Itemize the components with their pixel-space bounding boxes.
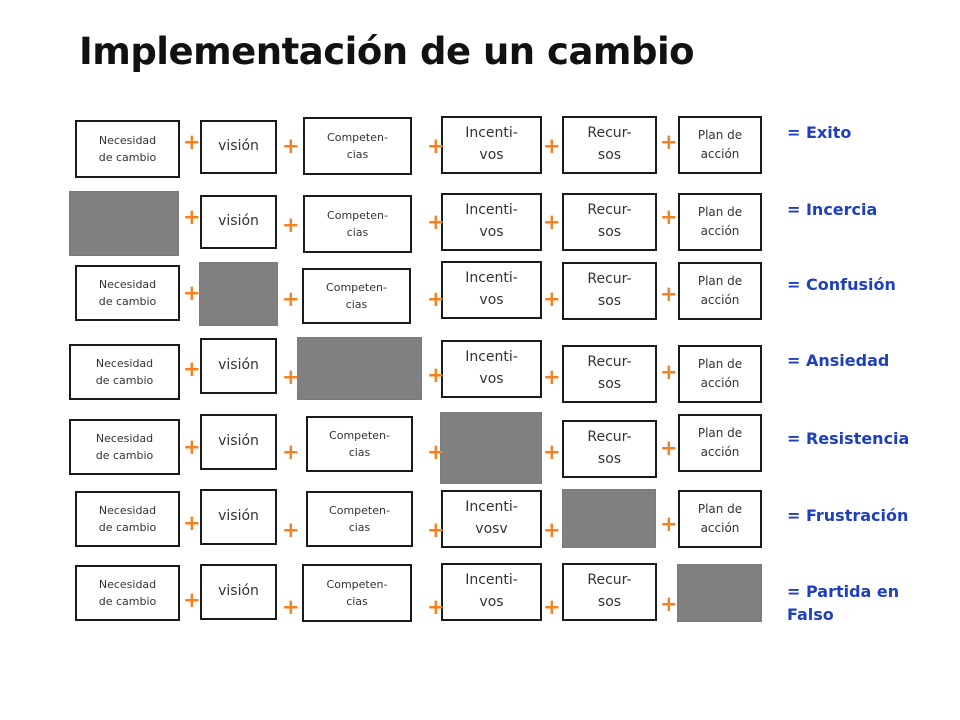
necesidad-box: Necesidad de cambio	[75, 565, 180, 621]
competencias-box: Competen- cias	[302, 564, 412, 622]
result-label: = Resistencia	[787, 429, 910, 448]
plus-sign: +	[660, 130, 678, 154]
page-title: Implementación de un cambio	[79, 30, 695, 73]
plus-sign: +	[183, 511, 201, 535]
missing-box	[69, 191, 179, 256]
plus-sign: +	[282, 287, 300, 311]
plus-sign: +	[282, 518, 300, 542]
vision-box: visión	[200, 564, 277, 620]
missing-box	[297, 337, 422, 400]
result-label: = Partida en Falso	[787, 582, 900, 625]
plus-sign: +	[183, 205, 201, 229]
plus-sign: +	[427, 518, 445, 542]
plus-sign: +	[660, 205, 678, 229]
plus-sign: +	[282, 440, 300, 464]
recursos-box: Recur- sos	[562, 262, 657, 320]
necesidad-box: Necesidad de cambio	[75, 120, 180, 178]
result-label: = Frustración	[787, 506, 909, 525]
plus-sign: +	[427, 210, 445, 234]
plus-sign: +	[183, 130, 201, 154]
plus-sign: +	[543, 287, 561, 311]
incentivos-box: Incenti- vos	[441, 193, 542, 251]
plan-box: Plan de acción	[678, 414, 762, 472]
incentivos-box: Incenti- vos	[441, 261, 542, 319]
necesidad-box: Necesidad de cambio	[75, 491, 180, 547]
necesidad-box: Necesidad de cambio	[75, 265, 180, 321]
plan-box: Plan de acción	[678, 262, 762, 320]
plus-sign: +	[282, 365, 300, 389]
plus-sign: +	[660, 360, 678, 384]
plan-box: Plan de acción	[678, 345, 762, 403]
competencias-box: Competen- cias	[302, 268, 411, 324]
competencias-box: Competen- cias	[306, 491, 413, 547]
plus-sign: +	[183, 357, 201, 381]
plus-sign: +	[543, 595, 561, 619]
plus-sign: +	[660, 512, 678, 536]
plus-sign: +	[427, 595, 445, 619]
plus-sign: +	[427, 440, 445, 464]
recursos-box: Recur- sos	[562, 420, 657, 478]
plus-sign: +	[282, 213, 300, 237]
result-label: = Ansiedad	[787, 351, 890, 370]
result-label: = Incercia	[787, 200, 878, 219]
incentivos-box: Incenti- vos	[441, 116, 542, 174]
plus-sign: +	[543, 518, 561, 542]
plus-sign: +	[427, 363, 445, 387]
result-label: = Confusión	[787, 275, 896, 294]
competencias-box: Competen- cias	[303, 117, 412, 175]
plus-sign: +	[543, 365, 561, 389]
plus-sign: +	[282, 134, 300, 158]
incentivos-box: Incenti- vosv	[441, 490, 542, 548]
necesidad-box: Necesidad de cambio	[69, 344, 180, 400]
missing-box	[677, 564, 762, 622]
missing-box	[562, 489, 656, 548]
plus-sign: +	[543, 440, 561, 464]
vision-box: visión	[200, 195, 277, 249]
competencias-box: Competen- cias	[303, 195, 412, 253]
plus-sign: +	[660, 592, 678, 616]
missing-box	[440, 412, 542, 484]
result-label: = Exito	[787, 123, 852, 142]
plus-sign: +	[543, 210, 561, 234]
vision-box: visión	[200, 338, 277, 394]
plus-sign: +	[282, 595, 300, 619]
incentivos-box: Incenti- vos	[441, 563, 542, 621]
recursos-box: Recur- sos	[562, 116, 657, 174]
plan-box: Plan de acción	[678, 490, 762, 548]
vision-box: visión	[200, 489, 277, 545]
plus-sign: +	[660, 436, 678, 460]
necesidad-box: Necesidad de cambio	[69, 419, 180, 475]
vision-box: visión	[200, 414, 277, 470]
recursos-box: Recur- sos	[562, 193, 657, 251]
recursos-box: Recur- sos	[562, 345, 657, 403]
vision-box: visión	[200, 120, 277, 174]
competencias-box: Competen- cias	[306, 416, 413, 472]
plan-box: Plan de acción	[678, 193, 762, 251]
incentivos-box: Incenti- vos	[441, 340, 542, 398]
plus-sign: +	[183, 588, 201, 612]
plan-box: Plan de acción	[678, 116, 762, 174]
plus-sign: +	[183, 281, 201, 305]
plus-sign: +	[427, 134, 445, 158]
plus-sign: +	[183, 435, 201, 459]
plus-sign: +	[543, 134, 561, 158]
recursos-box: Recur- sos	[562, 563, 657, 621]
plus-sign: +	[660, 282, 678, 306]
plus-sign: +	[427, 287, 445, 311]
missing-box	[199, 262, 278, 326]
